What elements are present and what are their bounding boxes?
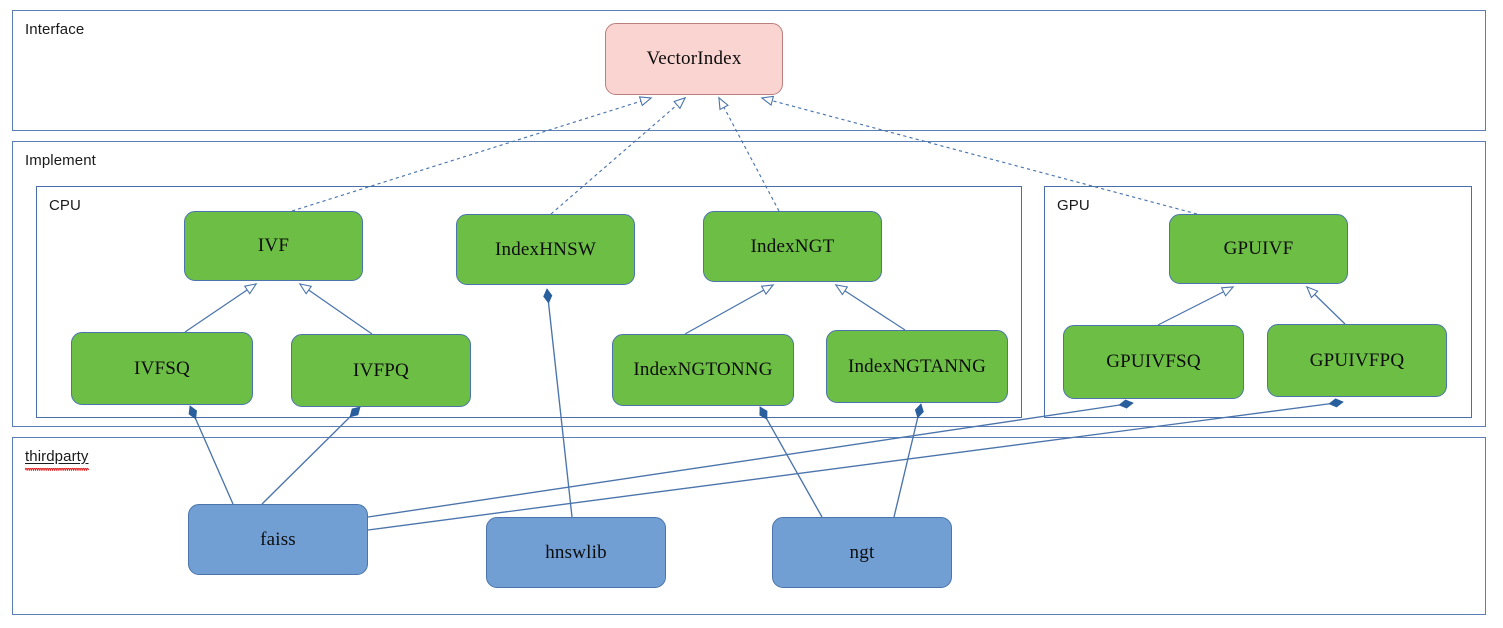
package-label-gpu: GPU xyxy=(1057,197,1090,214)
class-node-label: VectorIndex xyxy=(646,48,742,69)
class-node-label: IVFSQ xyxy=(134,357,190,379)
class-node-ivf[interactable]: IVF xyxy=(184,211,363,281)
class-node-label: IVFPQ xyxy=(353,359,409,381)
class-node-label: IndexNGT xyxy=(750,235,835,257)
class-node-label: IndexHNSW xyxy=(494,238,596,260)
class-node-label: IndexNGTONNG xyxy=(633,359,773,380)
class-node-indexngtanng[interactable]: IndexNGTANNG xyxy=(826,330,1008,403)
class-node-label: ngt xyxy=(849,541,875,563)
class-node-label: GPUIVFPQ xyxy=(1309,349,1405,371)
package-label-thirdparty: thirdparty xyxy=(25,449,89,471)
class-node-indexngt[interactable]: IndexNGT xyxy=(703,211,882,282)
class-node-label: IVF xyxy=(257,235,290,256)
class-node-label: hnswlib xyxy=(545,541,607,563)
class-node-hnswlib[interactable]: hnswlib xyxy=(486,517,666,588)
package-label-implement: Implement xyxy=(25,152,96,169)
class-node-label: GPUIVFSQ xyxy=(1106,351,1201,372)
class-node-indexngtonng[interactable]: IndexNGTONNG xyxy=(612,334,794,406)
class-node-label: faiss xyxy=(260,528,296,550)
class-node-gpuivf[interactable]: GPUIVF xyxy=(1169,214,1348,284)
class-node-gpuivfsq[interactable]: GPUIVFSQ xyxy=(1063,325,1244,399)
package-label-interface: Interface xyxy=(25,21,85,38)
class-node-ivfsq[interactable]: IVFSQ xyxy=(71,332,253,405)
class-node-label: IndexNGTANNG xyxy=(847,355,987,377)
class-node-ngt[interactable]: ngt xyxy=(772,517,952,588)
class-node-ivfpq[interactable]: IVFPQ xyxy=(291,334,471,407)
class-node-vectorindex[interactable]: VectorIndex xyxy=(605,23,783,95)
class-node-indexhnsw[interactable]: IndexHNSW xyxy=(456,214,635,285)
class-node-label: GPUIVF xyxy=(1223,238,1294,259)
class-node-faiss[interactable]: faiss xyxy=(188,504,368,575)
package-label-cpu: CPU xyxy=(49,197,81,214)
class-node-gpuivfpq[interactable]: GPUIVFPQ xyxy=(1267,324,1447,397)
